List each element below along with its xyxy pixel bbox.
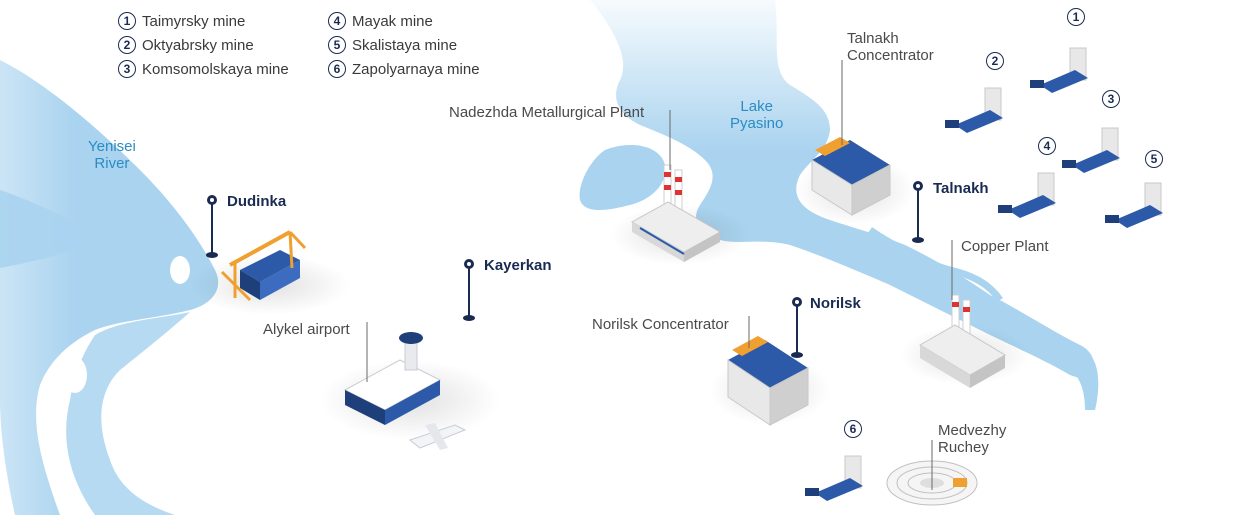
legend-badge: 6 — [328, 60, 346, 78]
label-norilsk-concentrator: Norilsk Concentrator — [592, 316, 729, 333]
label-kayerkan: Kayerkan — [484, 257, 552, 274]
label-lake-pyasino: Lake Pyasino — [730, 98, 784, 133]
label-dudinka: Dudinka — [227, 193, 287, 210]
label-nadezhda-plant: Nadezhda Metallurgical Plant — [449, 104, 645, 121]
legend-item-5: 5 Skalistaya mine — [328, 36, 457, 54]
legend-badge: 4 — [328, 12, 346, 30]
mine-icon-6 — [805, 455, 863, 501]
label-copper-plant: Copper Plant — [961, 238, 1049, 255]
pin-talnakh — [912, 181, 924, 243]
legend-label: Oktyabrsky mine — [142, 36, 254, 54]
legend-label: Taimyrsky mine — [142, 12, 246, 30]
mine-badge-6: 6 — [844, 420, 862, 438]
mine-icon-1 — [1030, 47, 1088, 93]
legend-item-1: 1 Taimyrsky mine — [118, 12, 245, 30]
nadezhda-plant-illustration — [630, 164, 722, 262]
label-talnakh-concentrator: Talnakh Concentrator — [847, 30, 934, 65]
legend-badge: 2 — [118, 36, 136, 54]
mine-icon-5 — [1105, 182, 1163, 228]
mine-badge-5: 5 — [1145, 150, 1163, 168]
legend-badge: 5 — [328, 36, 346, 54]
legend-item-3: 3 Komsomolskaya mine — [118, 60, 289, 78]
copper-plant-illustration — [919, 294, 1006, 388]
legend-badge: 3 — [118, 60, 136, 78]
yenisei-channel — [0, 190, 88, 268]
mine-badge-4: 4 — [1038, 137, 1056, 155]
label-yenisei-river: Yenisei River — [88, 138, 136, 173]
river-south — [990, 310, 1099, 410]
pin-kayerkan — [463, 259, 475, 321]
mine-badge-1: 1 — [1067, 8, 1085, 26]
legend-item-2: 2 Oktyabrsky mine — [118, 36, 254, 54]
mine-icon-4 — [998, 172, 1056, 218]
mine-icon-2 — [945, 87, 1003, 133]
alykel-airport-illustration — [343, 332, 467, 450]
label-medvezhy-ruchey: Medvezhy Ruchey — [938, 422, 1007, 457]
legend-item-4: 4 Mayak mine — [328, 12, 433, 30]
legend-badge: 1 — [118, 12, 136, 30]
mine-icon-3 — [1062, 127, 1120, 173]
legend-label: Mayak mine — [352, 12, 433, 30]
legend-item-6: 6 Zapolyarnaya mine — [328, 60, 480, 78]
pin-norilsk — [791, 297, 803, 358]
river-branch — [868, 227, 1003, 303]
lake-pyasino — [590, 0, 1095, 380]
label-talnakh: Talnakh — [933, 180, 989, 197]
dudinka-port-illustration — [220, 230, 307, 302]
norilsk-concentrator-illustration — [727, 336, 809, 426]
yenisei-river — [0, 60, 219, 515]
legend-label: Komsomolskaya mine — [142, 60, 289, 78]
talnakh-concentrator-illustration — [811, 137, 891, 216]
mine-badge-2: 2 — [986, 52, 1004, 70]
pin-dudinka — [206, 195, 218, 258]
label-alykel-airport: Alykel airport — [263, 321, 350, 338]
yenisei-lower — [66, 312, 190, 515]
lake-west — [579, 145, 666, 210]
mine-badge-3: 3 — [1102, 90, 1120, 108]
legend-label: Skalistaya mine — [352, 36, 458, 54]
label-norilsk: Norilsk — [810, 295, 861, 312]
legend-label: Zapolyarnaya mine — [352, 60, 480, 78]
